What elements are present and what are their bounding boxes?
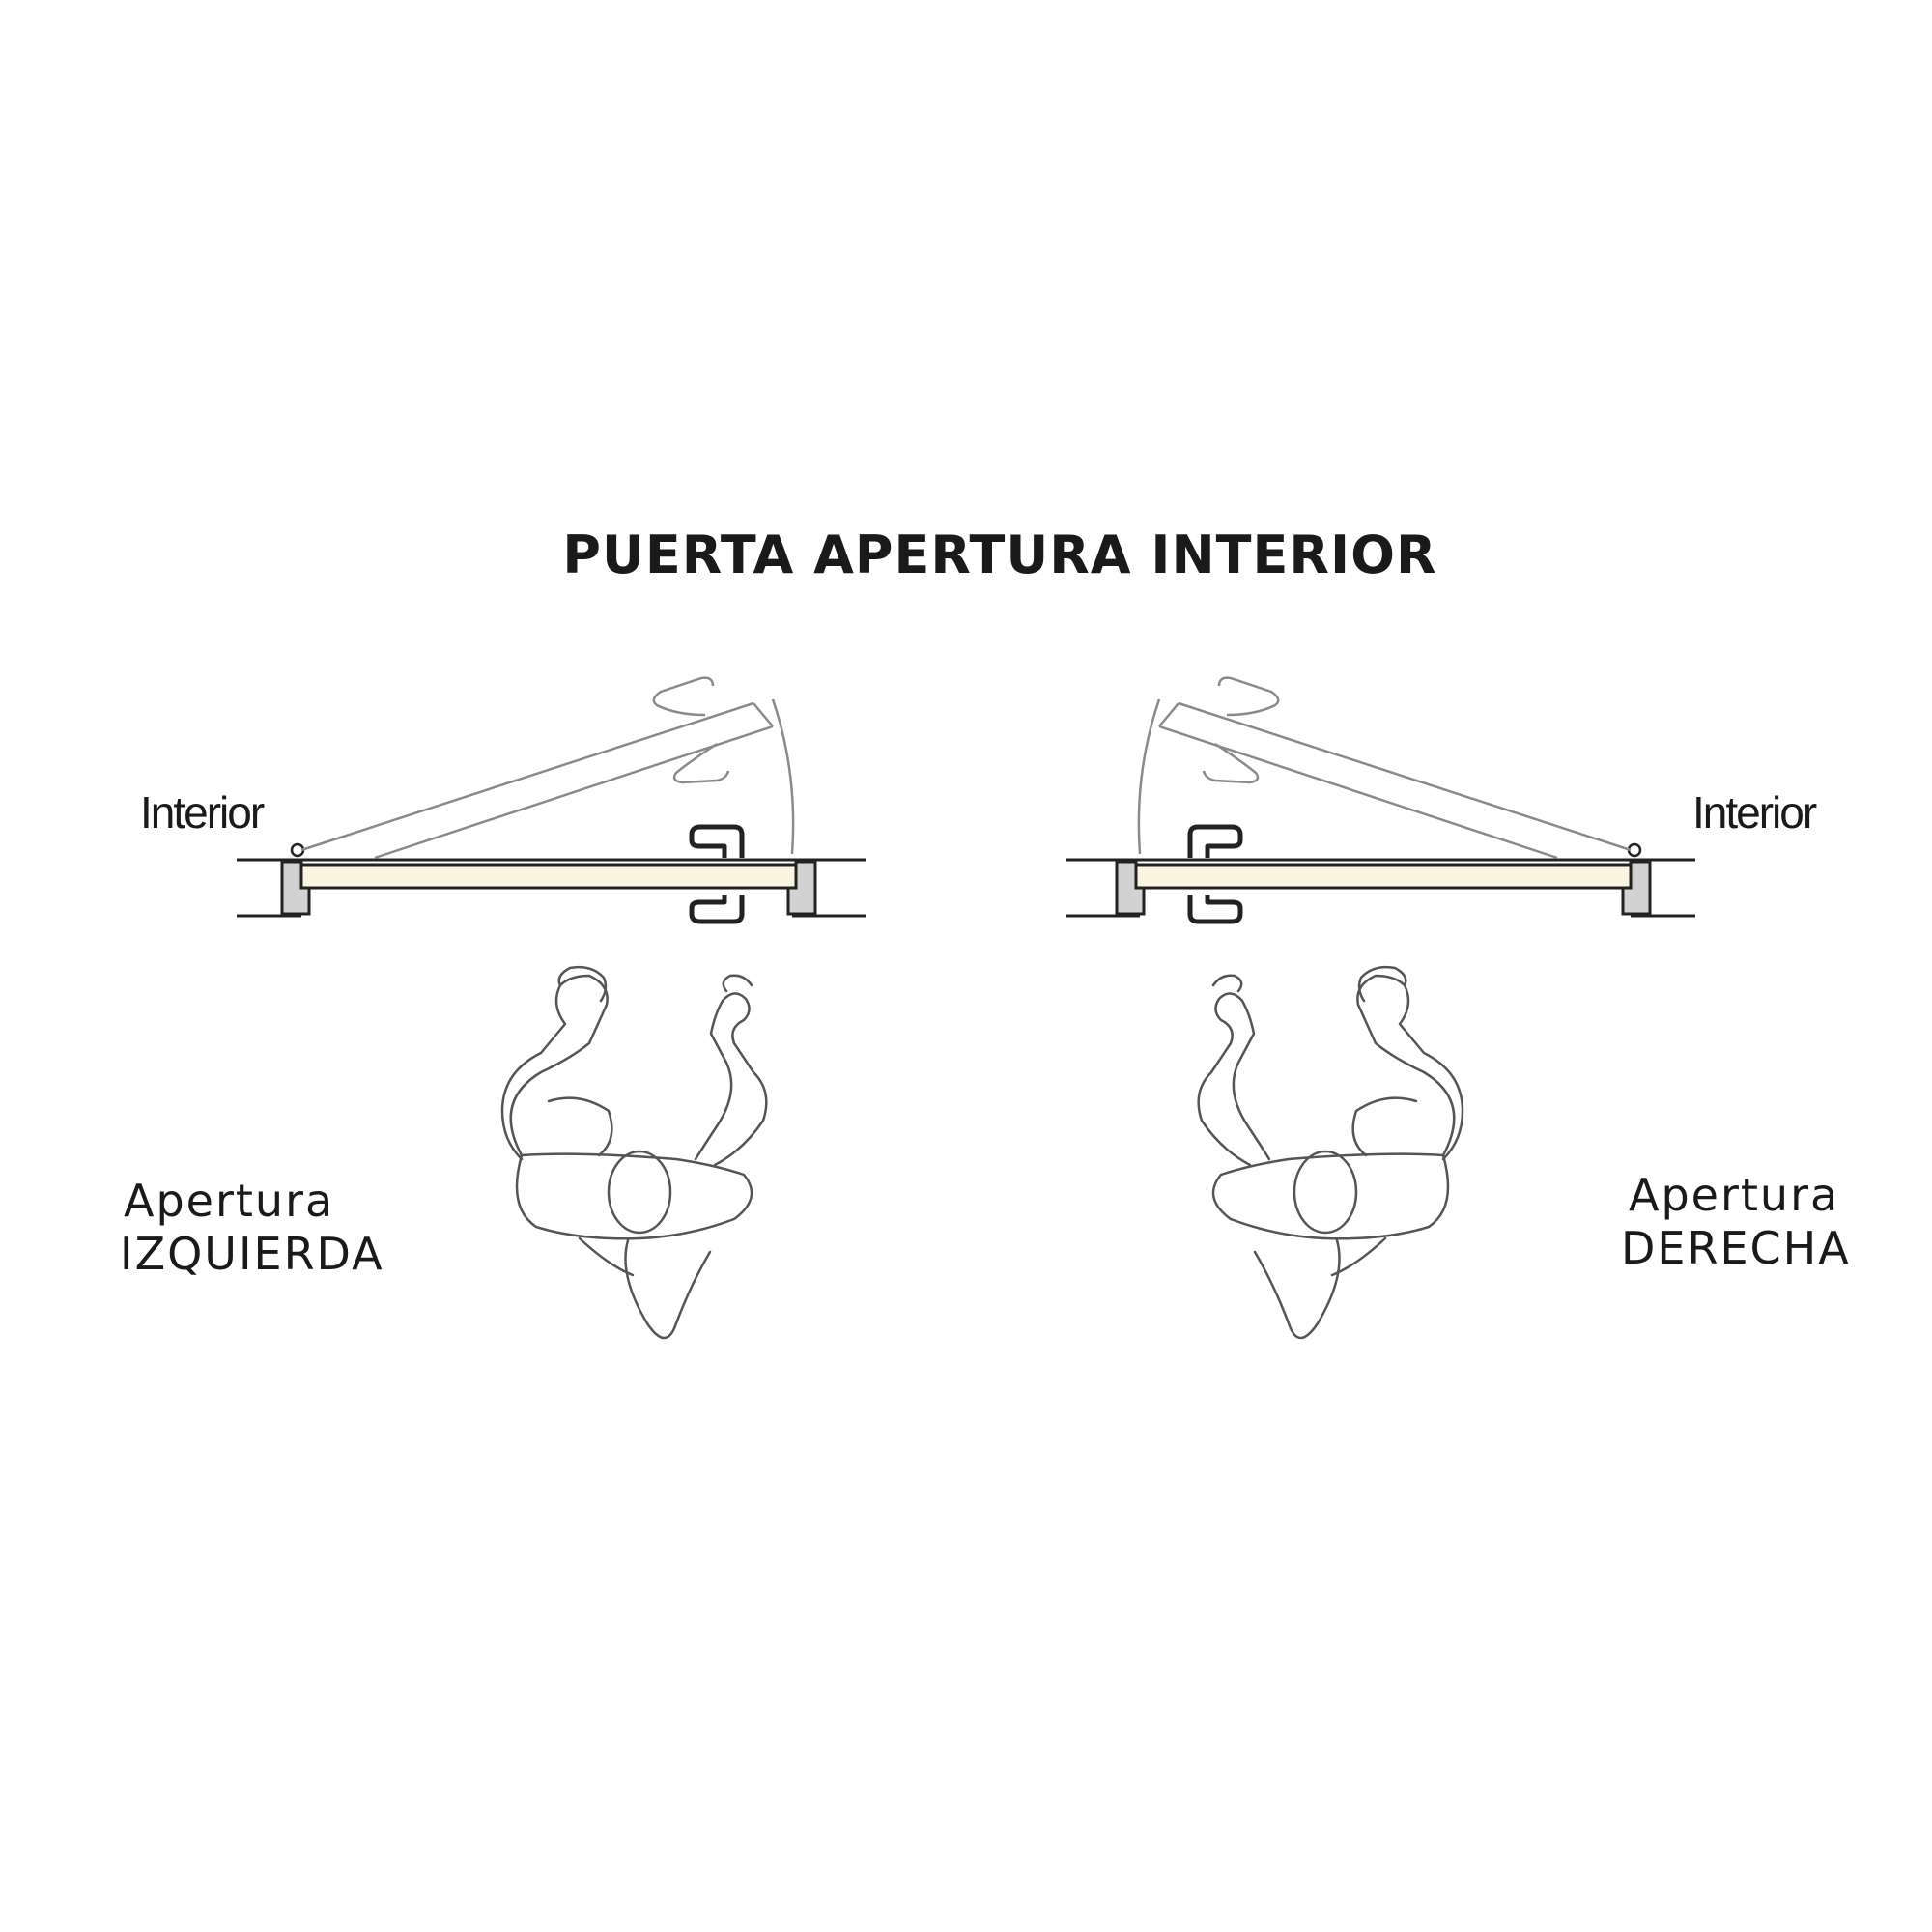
left-person-figure <box>500 965 768 1340</box>
right-door-plan <box>1066 676 1695 924</box>
left-wall-lines <box>237 858 866 918</box>
left-door-plan <box>237 676 866 924</box>
right-door-leaf <box>1134 863 1633 890</box>
right-door-open-position <box>1137 676 1632 860</box>
right-person-figure <box>1197 965 1464 1340</box>
left-door-handle-bottom <box>689 895 745 924</box>
left-door-open-position <box>300 676 795 860</box>
left-opening-caption: Apertura IZQUIERDA <box>120 1175 384 1281</box>
right-door-handle-top <box>1187 824 1243 858</box>
diagram-title: PUERTA APERTURA INTERIOR <box>562 525 1437 585</box>
left-door-leaf <box>299 863 798 890</box>
right-opening-caption: Apertura DERECHA <box>1621 1169 1851 1275</box>
right-wall-lines <box>1066 858 1695 918</box>
right-interior-label: Interior <box>1692 787 1817 838</box>
left-caption-line2: IZQUIERDA <box>120 1228 384 1281</box>
left-caption-line1: Apertura <box>124 1175 335 1227</box>
right-caption-line1: Apertura <box>1629 1169 1840 1221</box>
right-caption-line2: DERECHA <box>1621 1222 1851 1275</box>
left-interior-label: Interior <box>140 787 265 838</box>
right-door-handle-bottom <box>1187 895 1243 924</box>
left-door-handle-top <box>689 824 745 858</box>
